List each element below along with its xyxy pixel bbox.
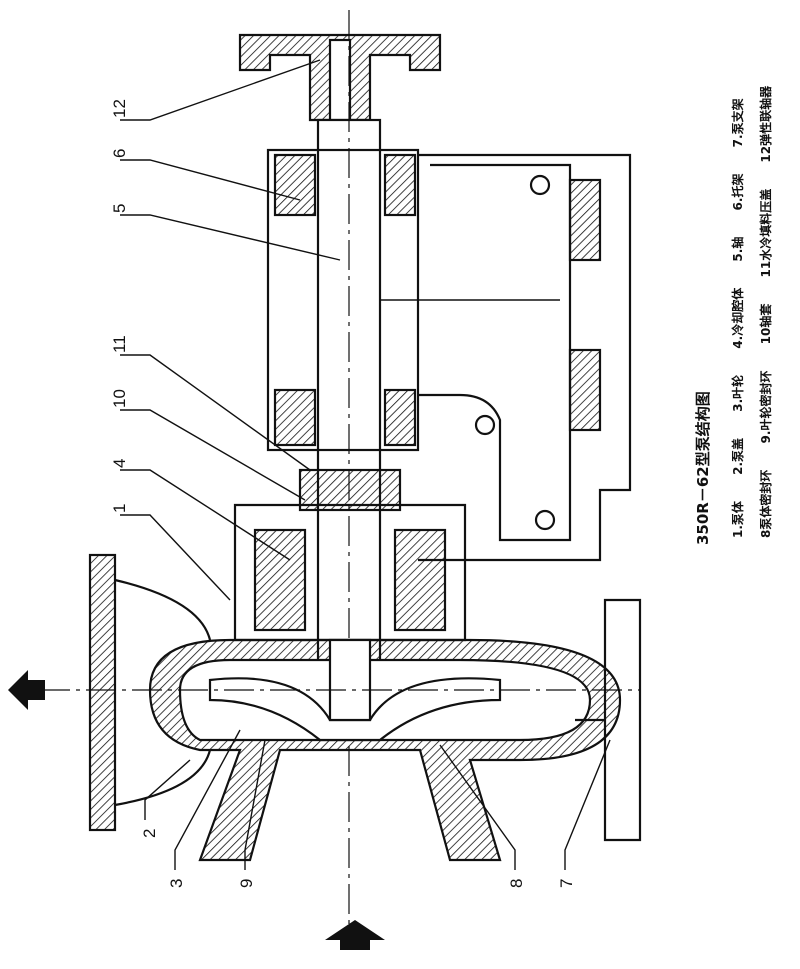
legend-item: 10轴套 bbox=[759, 303, 773, 345]
legend-row-2: 8泵体密封环 9.叶轮密封环 10轴套 11水冷填料压盖 12弹性联轴器 bbox=[757, 64, 774, 538]
callouts-left: 12 6 5 11 10 4 1 bbox=[110, 99, 129, 513]
flow-arrow-left-icon bbox=[8, 670, 45, 710]
pump-casing bbox=[148, 638, 622, 862]
legend-item: 3.叶轮 bbox=[731, 374, 745, 412]
legend-item: 12弹性联轴器 bbox=[759, 85, 773, 163]
legend-item: 5.轴 bbox=[731, 236, 745, 262]
callout-8: 8 bbox=[507, 879, 526, 888]
pump-foot bbox=[575, 598, 642, 842]
legend-item: 11水冷填料压盖 bbox=[759, 188, 773, 278]
flow-arrow-up-icon bbox=[325, 920, 385, 950]
callout-2: 2 bbox=[140, 829, 159, 838]
legend-item: 7.泵支架 bbox=[731, 98, 745, 148]
callout-3: 3 bbox=[167, 879, 186, 888]
inlet-flange bbox=[88, 553, 212, 832]
support-frame bbox=[418, 153, 632, 562]
bearing-housing bbox=[266, 148, 560, 452]
callout-11: 11 bbox=[110, 335, 129, 353]
callouts-bottom: 2 3 9 8 7 bbox=[140, 829, 576, 888]
legend-item: 1.泵体 bbox=[731, 501, 745, 538]
callout-6: 6 bbox=[110, 149, 129, 158]
legend-item: 8泵体密封环 bbox=[759, 469, 773, 538]
legend-item: 6.托架 bbox=[731, 173, 745, 211]
legend-item: 2.泵盖 bbox=[731, 437, 745, 475]
cooling-chamber bbox=[233, 468, 467, 642]
callout-7: 7 bbox=[557, 879, 576, 888]
diagram-title: 350R－62型泵结构图 bbox=[694, 391, 712, 545]
callout-12: 12 bbox=[110, 99, 129, 118]
callout-5: 5 bbox=[110, 204, 129, 213]
leader-lines bbox=[120, 59, 611, 870]
callout-4: 4 bbox=[110, 459, 129, 468]
callout-1: 1 bbox=[110, 504, 129, 513]
legend-item: 9.叶轮密封环 bbox=[759, 370, 773, 444]
callout-10: 10 bbox=[110, 389, 129, 408]
legend-row-1: 1.泵体 2.泵盖 3.叶轮 4.冷却腔体 5.轴 6.托架 7.泵支架 bbox=[729, 76, 746, 538]
legend-item: 4.冷却腔体 bbox=[731, 287, 745, 349]
callout-9: 9 bbox=[237, 879, 256, 888]
